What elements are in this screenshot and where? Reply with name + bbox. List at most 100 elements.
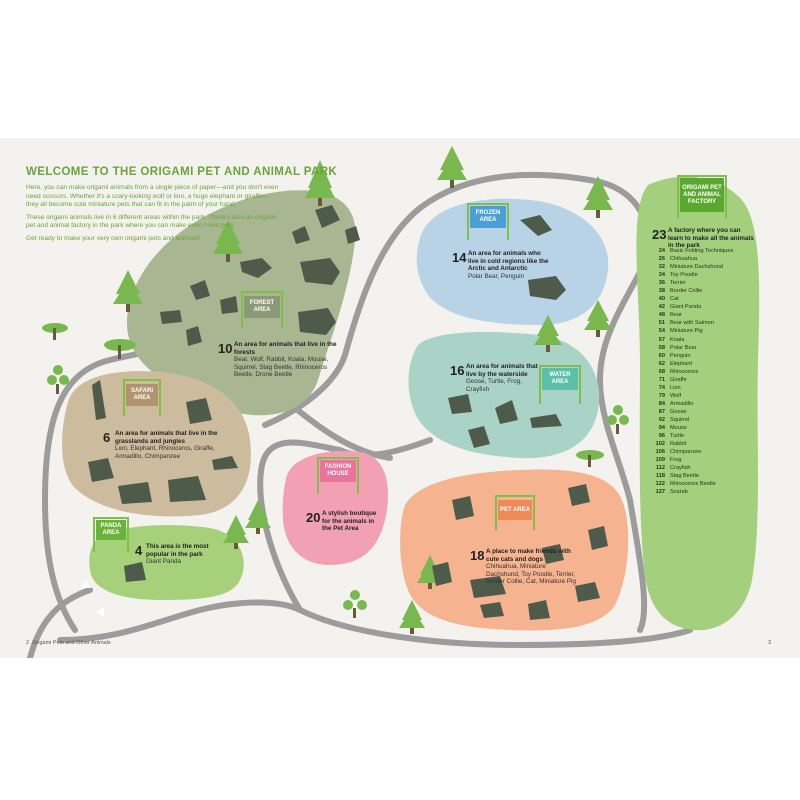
factory-list-page: 54 — [658, 328, 665, 335]
factory-list-page: 96 — [658, 433, 665, 440]
tree-icon — [343, 590, 367, 618]
book-spread — [0, 138, 800, 658]
factory-list-name: Polar Bear — [670, 344, 697, 351]
fashion-heading: A stylish boutique for the animals in th… — [322, 510, 377, 533]
turtle-icon — [530, 414, 562, 428]
pet-heading: A place to make friends with cute cats a… — [486, 548, 571, 563]
factory-list-name: Terrier — [670, 280, 686, 287]
intro-paragraph: Get ready to make your very own origami … — [26, 234, 201, 242]
tree-icon — [584, 300, 612, 337]
frozen-area-sign: FROZEN AREA — [470, 206, 506, 228]
arrow-left-icon — [96, 607, 104, 617]
factory-list-page: 87 — [658, 408, 665, 415]
water-animals: Goose, Turtle, Frog, Crayfish — [466, 378, 522, 393]
factory-list-page: 71 — [658, 376, 665, 383]
factory-list-item: 58 Polar Bear — [647, 344, 757, 352]
frozen-description: An area for animals who live in cold reg… — [468, 250, 550, 280]
chimpanzee-icon — [186, 398, 212, 424]
factory-list-name: Elephant — [670, 360, 693, 367]
chihuahua-icon — [452, 496, 474, 520]
factory-list-name: Chihuahua — [670, 256, 698, 263]
park-map — [27, 146, 760, 658]
panda-animals: Giant Panda — [146, 558, 182, 566]
factory-list-name: Rabbit — [670, 441, 687, 448]
factory-list-name: Penguin — [670, 352, 691, 359]
factory-list-item: 38 Border Collie — [647, 287, 757, 295]
beetle-icon — [345, 226, 360, 244]
factory-list-name: Armadillo — [670, 400, 694, 407]
stag-beetle-icon — [315, 205, 340, 228]
factory-list-name: Stag Beetle — [670, 473, 699, 480]
road-south — [57, 517, 703, 648]
bear-icon — [300, 258, 340, 285]
tree-icon — [42, 323, 68, 340]
tree-icon — [576, 450, 604, 467]
fashion-sign-frame — [317, 457, 359, 494]
left-page-number: 2 — [26, 640, 30, 646]
factory-list-page: 102 — [655, 441, 665, 448]
border-collie-icon — [575, 582, 600, 602]
factory-list-item: 40 Cat — [647, 295, 757, 303]
tree-icon — [245, 500, 271, 534]
factory-list-name: Wolf — [670, 392, 682, 399]
pet-animals: Chihuahua, Miniature Dachshund, Toy Pood… — [486, 563, 576, 586]
factory-list-name: Crayfish — [670, 465, 691, 472]
factory-list-name: Cat — [670, 296, 679, 303]
rhinoceros-icon — [118, 482, 152, 504]
factory-list-page: 26 — [658, 256, 665, 263]
giraffe-icon — [92, 380, 106, 420]
factory-list-name: Lion — [670, 384, 681, 391]
factory-sign: ORIGAMI PET AND ANIMAL FACTORY — [680, 178, 724, 212]
pig-icon — [480, 602, 504, 618]
factory-list-name: Toy Poodle — [670, 272, 698, 279]
tree-icon — [47, 365, 69, 394]
rabbit-icon — [190, 280, 210, 300]
factory-list-name: Scarab — [670, 489, 688, 496]
factory-list-name: Basic Folding Techniques — [670, 248, 734, 254]
factory-list-name: Koala — [670, 336, 685, 343]
water-heading: An area for animals that live by the wat… — [466, 363, 538, 378]
factory-list-page: 58 — [658, 344, 665, 351]
factory-list-page: 34 — [658, 272, 665, 279]
factory-list-page: 57 — [658, 336, 665, 343]
fashion-house-sign: FASHION HOUSE — [320, 460, 356, 482]
tree-icon — [213, 220, 243, 262]
forest-sign-frame — [241, 291, 283, 328]
factory-list-page: 38 — [658, 288, 665, 295]
factory-list-page: 92 — [658, 416, 665, 423]
panda-description: This area is the most popular in the par… — [146, 543, 222, 566]
bear-icon — [298, 308, 336, 335]
water-description: An area for animals that live by the wat… — [466, 363, 542, 393]
factory-list-page: 40 — [658, 296, 665, 303]
factory-list-page: 60 — [658, 352, 665, 359]
right-page-number: 3 — [768, 640, 772, 646]
factory-list-name: Frog — [670, 457, 682, 464]
factory-list-page: 51 — [658, 320, 665, 327]
panda-page-number: 4 — [135, 543, 143, 558]
panda-icon — [124, 562, 146, 582]
safari-page-number: 6 — [103, 430, 111, 445]
cat-icon — [528, 600, 550, 620]
factory-list-name: Border Collie — [670, 288, 703, 295]
penguin-icon — [520, 215, 552, 236]
frozen-sign-frame — [467, 203, 509, 240]
forest-heading: An area for animals that live in the for… — [234, 341, 337, 356]
roads — [27, 171, 703, 658]
road-entrance — [27, 587, 93, 658]
factory-list-name: Mouse — [670, 425, 687, 432]
